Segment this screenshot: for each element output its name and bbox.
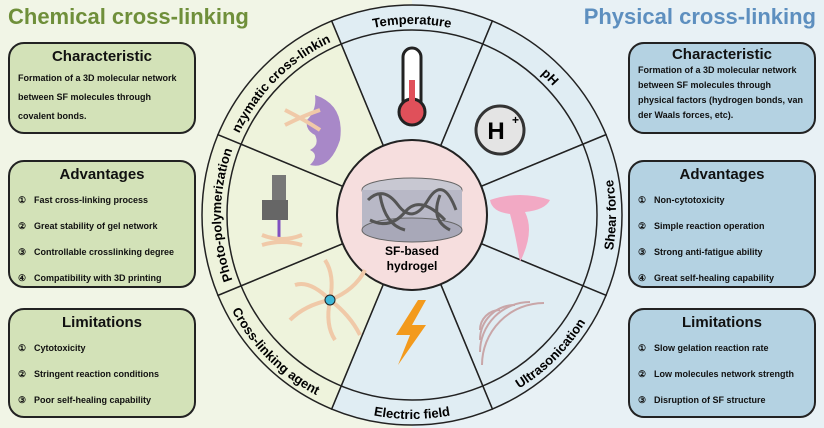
list-item: ③ Strong anti-fatigue ability [638,239,806,265]
list-item: ② Simple reaction operation [638,213,806,239]
list-item: ④ Great self-healing capability [638,265,806,291]
list-item: ③ Disruption of SF structure [638,387,806,413]
item-text: Cytotoxicity [34,343,86,353]
list-item: ③ Controllable crosslinking degree [18,239,186,265]
list-item: ③ Poor self-healing capability [18,387,186,413]
item-number: ② [638,221,647,231]
item-number: ① [18,343,27,353]
box-text: Formation of a 3D molecular network betw… [18,73,177,121]
enzyme-icon [284,95,341,166]
svg-text:+: + [512,113,519,127]
item-number: ② [18,221,27,231]
box-text: Formation of a 3D molecular network betw… [638,65,804,120]
physical-title: Physical cross-linking [583,4,816,29]
item-number: ③ [638,247,647,257]
item-number: ① [638,195,647,205]
box-heading: Characteristic [671,46,773,63]
item-number: ③ [18,395,27,405]
item-text: Compatibility with 3D printing [34,273,162,283]
item-text: Great stability of gel network [34,221,158,231]
list-item: ② Low molecules network strength [638,361,806,387]
item-number: ② [18,369,27,379]
sector-label: Temperature [371,12,453,31]
item-text: Slow gelation reaction rate [654,343,769,353]
item-number: ④ [18,273,27,283]
physical-characteristic-box: Characteristic Formation of a 3D molecul… [628,42,816,134]
svg-text:H: H [487,118,504,145]
item-text: Non-cytotoxicity [654,195,725,205]
item-text: Simple reaction operation [654,221,765,231]
item-number: ① [18,195,27,205]
physical-advantages-box: Advantages ① Non-cytotoxicity ② Simple reac… [628,160,816,288]
item-text: Disruption of SF structure [654,395,766,405]
thermometer-icon [397,46,427,127]
item-number: ① [638,343,647,353]
list-item: ① Non-cytotoxicity [638,187,806,213]
box-heading: Characteristic [51,48,153,65]
printer-nozzle-icon [261,175,303,247]
proton-icon: H + [474,104,526,156]
list-item: ② Great stability of gel network [18,213,186,239]
item-text: Stringent reaction conditions [34,369,160,379]
sector-label: Shear force [601,179,619,251]
physical-limitations-box: Limitations ① Slow gelation reaction rate… [628,308,816,418]
box-heading: Limitations [61,314,142,331]
list-item: ① Cytotoxicity [18,335,186,361]
item-number: ④ [638,273,647,283]
box-heading: Advantages [59,166,145,183]
box-heading: Advantages [679,166,765,183]
item-text: Strong anti-fatigue ability [654,247,763,257]
item-text: Fast cross-linking process [34,195,149,205]
lightning-icon [396,300,426,365]
list-item: ① Slow gelation reaction rate [638,335,806,361]
center-label-1: SF-based [385,244,439,258]
item-number: ③ [638,395,647,405]
crosslinker-icon [288,258,367,342]
hydrogel-icon [361,177,463,243]
inner-ring [226,29,598,401]
list-item: ④ Compatibility with 3D printing [18,265,186,291]
item-number: ③ [18,247,27,257]
chemical-title: Chemical cross-linking [8,4,249,29]
center-label-2: hydrogel [387,259,438,273]
item-text: Great self-healing capability [654,273,775,283]
chemical-limitations-box: Limitations ① Cytotoxicity ② Stringent reac… [8,308,196,418]
item-text: Low molecules network strength [654,369,795,379]
item-text: Poor self-healing capability [34,395,152,405]
list-item: ② Stringent reaction conditions [18,361,186,387]
list-item: ① Fast cross-linking process [18,187,186,213]
item-text: Controllable crosslinking degree [34,247,175,257]
item-number: ② [638,369,647,379]
sector-label: Electric field [373,404,451,422]
chemical-characteristic-box: Characteristic Formation of a 3D molecul… [8,42,196,134]
vortex-icon [490,195,550,262]
ultrasound-icon [479,301,545,366]
box-heading: Limitations [681,314,762,331]
